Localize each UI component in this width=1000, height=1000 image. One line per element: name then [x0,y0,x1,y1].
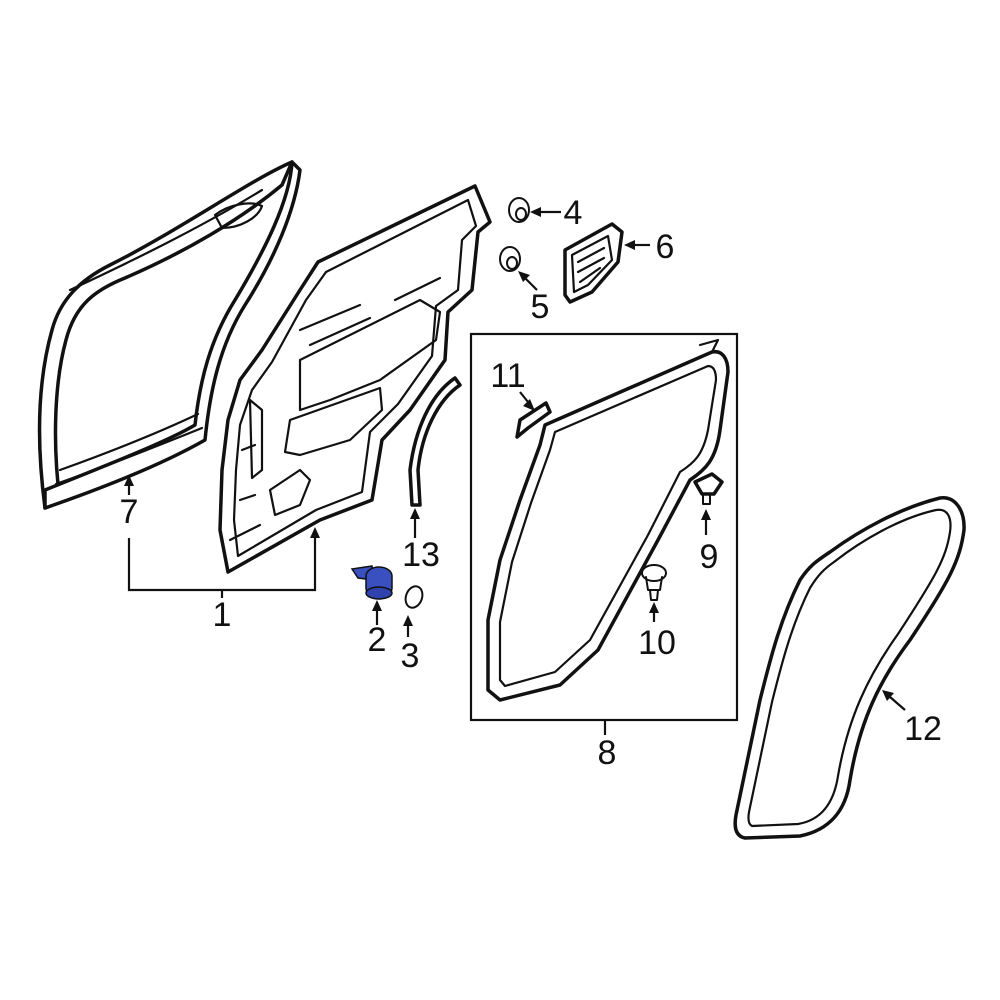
door-check-bumper[interactable] [350,565,393,600]
push-clip-10[interactable] [641,564,667,601]
hinge-bracket[interactable] [563,222,624,304]
callout-4: 4 [564,194,583,232]
grommet[interactable] [499,246,521,272]
callout-8: 8 [598,734,617,772]
callout-9: 9 [700,538,719,576]
door-shell[interactable] [218,184,492,574]
callout-3: 3 [401,637,420,675]
callout-7: 7 [120,493,139,531]
o-ring[interactable] [403,584,426,610]
callout-1: 1 [213,596,232,634]
callout-2: 2 [368,621,387,659]
push-clip-9[interactable] [693,472,724,505]
leader-lines [124,207,906,735]
callout-6: 6 [656,228,675,266]
callout-5: 5 [531,288,550,326]
callout-11: 11 [490,357,525,395]
door-weatherstrip-arc[interactable] [408,376,462,507]
door-opening-seal[interactable] [486,338,730,702]
outer-door-panel[interactable] [37,160,302,510]
callout-13: 13 [402,536,440,574]
body-opening-weatherstrip[interactable] [733,496,966,840]
callout-10: 10 [638,624,676,662]
nut[interactable] [508,197,530,223]
callout-12: 12 [904,710,942,748]
seal-clip-strip[interactable] [515,401,552,439]
